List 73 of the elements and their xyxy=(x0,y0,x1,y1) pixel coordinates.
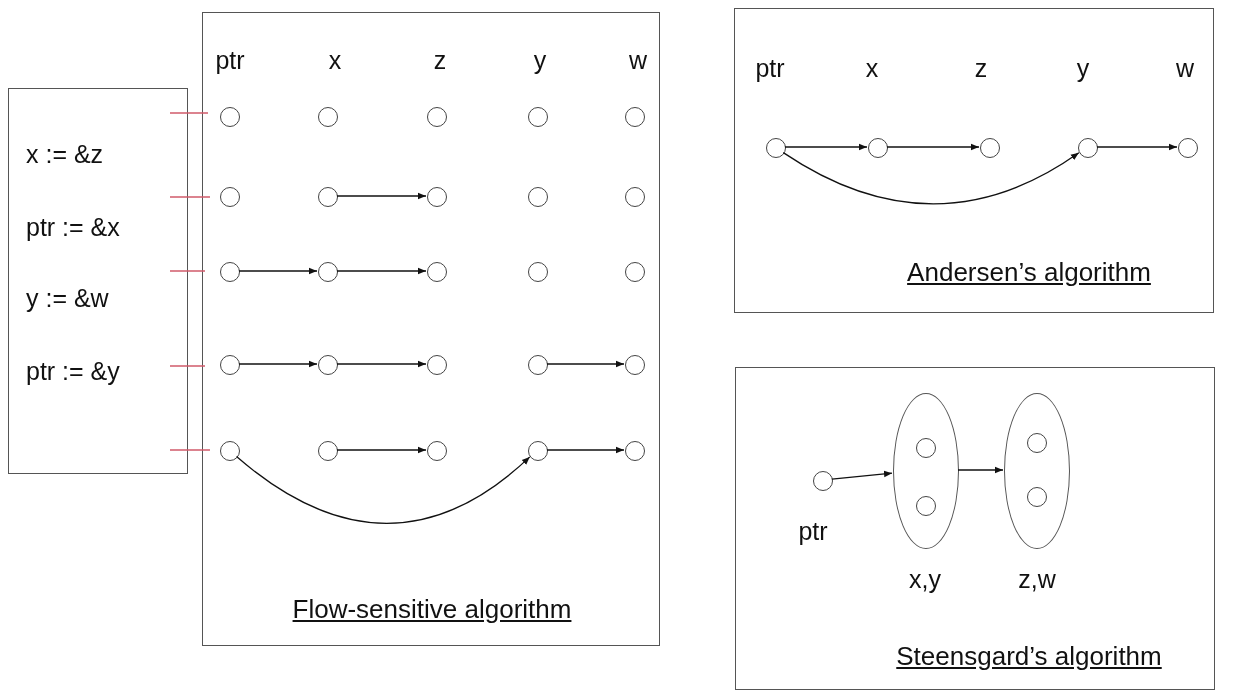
variable-header: y xyxy=(533,47,547,73)
node-circle xyxy=(625,262,645,282)
node-circle xyxy=(220,262,240,282)
node-circle xyxy=(528,187,548,207)
node-circle xyxy=(980,138,1000,158)
arrow xyxy=(235,455,531,524)
diagram-panel xyxy=(734,8,1214,313)
node-circle xyxy=(318,107,338,127)
node-circle xyxy=(916,438,936,458)
arrow xyxy=(831,470,893,480)
node-circle xyxy=(220,355,240,375)
variable-header: z xyxy=(433,47,447,73)
algorithm-title: Steensgard’s algorithm xyxy=(896,643,1162,669)
node-circle xyxy=(318,441,338,461)
algorithm-title: Andersen’s algorithm xyxy=(907,259,1151,285)
node-circle xyxy=(318,355,338,375)
arrow xyxy=(238,360,318,368)
set-label: z,w xyxy=(1018,566,1056,592)
node-circle xyxy=(427,107,447,127)
node-circle xyxy=(916,496,936,516)
arrow xyxy=(336,360,427,368)
node-circle xyxy=(1027,433,1047,453)
node-circle xyxy=(427,187,447,207)
variable-header: ptr xyxy=(755,55,785,81)
algorithm-title: Flow-sensitive algorithm xyxy=(292,596,572,622)
diagram-panel xyxy=(202,12,660,646)
arrow xyxy=(336,267,427,275)
node-circle xyxy=(528,107,548,127)
node-circle xyxy=(625,187,645,207)
node-circle xyxy=(625,355,645,375)
node-circle xyxy=(528,355,548,375)
arrow xyxy=(546,360,625,368)
arrow xyxy=(957,466,1004,474)
node-circle xyxy=(318,262,338,282)
node-circle xyxy=(528,262,548,282)
arrow xyxy=(784,143,868,151)
arrow xyxy=(336,192,427,200)
code-statement: ptr := &y xyxy=(26,358,120,384)
variable-header: w xyxy=(628,47,648,73)
arrow xyxy=(782,151,1080,205)
node-circle xyxy=(220,107,240,127)
code-statement: y := &w xyxy=(26,285,109,311)
node-circle xyxy=(220,441,240,461)
node-circle xyxy=(1078,138,1098,158)
node-circle xyxy=(528,441,548,461)
node-circle xyxy=(625,107,645,127)
variable-header: x xyxy=(865,55,879,81)
variable-header: x xyxy=(328,47,342,73)
node-circle xyxy=(220,187,240,207)
node-circle xyxy=(427,355,447,375)
variable-header: y xyxy=(1076,55,1090,81)
node-label: ptr xyxy=(798,518,828,544)
arrow xyxy=(886,143,980,151)
node-circle xyxy=(427,262,447,282)
node-circle xyxy=(1178,138,1198,158)
node-circle xyxy=(766,138,786,158)
diagram-panel xyxy=(735,367,1215,690)
variable-header: z xyxy=(974,55,988,81)
node-circle xyxy=(868,138,888,158)
node-circle xyxy=(1027,487,1047,507)
node-circle xyxy=(427,441,447,461)
arrow xyxy=(1096,143,1178,151)
variable-header: ptr xyxy=(215,47,245,73)
set-label: x,y xyxy=(909,566,941,592)
code-statement: ptr := &x xyxy=(26,214,120,240)
arrow xyxy=(336,446,427,454)
node-circle xyxy=(318,187,338,207)
code-panel xyxy=(8,88,188,474)
code-statement: x := &z xyxy=(26,141,104,167)
node-circle xyxy=(625,441,645,461)
arrow xyxy=(546,446,625,454)
variable-header: w xyxy=(1175,55,1195,81)
arrow xyxy=(238,267,318,275)
